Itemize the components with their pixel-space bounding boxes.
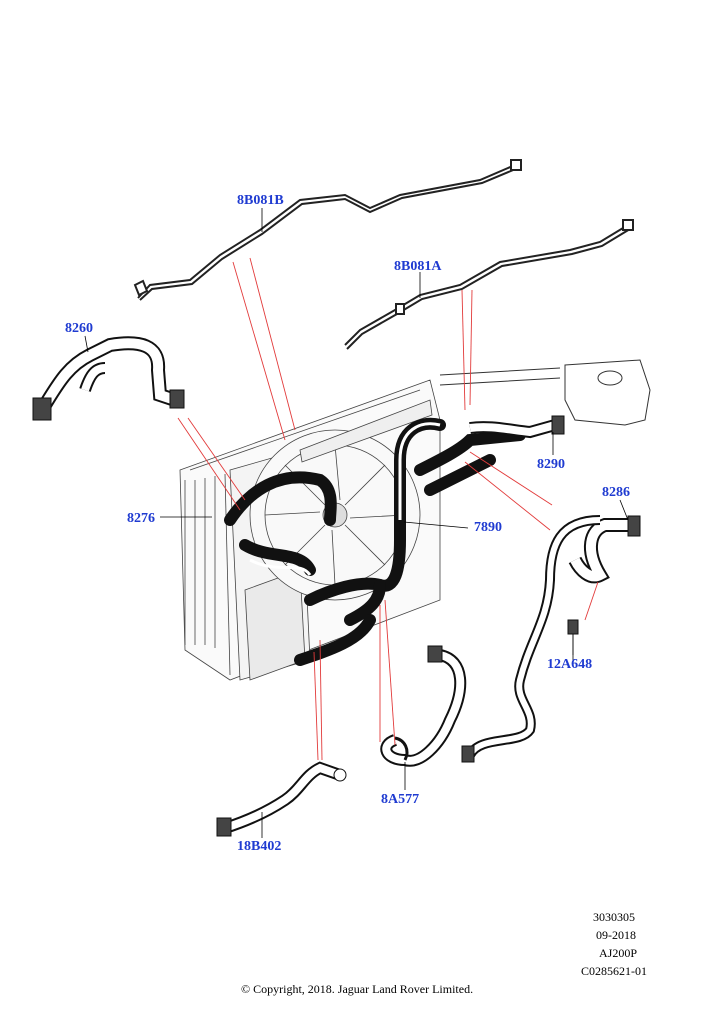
label-18b402: 18B402 — [237, 839, 282, 854]
hose-8a577 — [380, 645, 467, 767]
hose-8260 — [32, 336, 185, 421]
ref-code: 3030305 — [593, 910, 635, 924]
breather-tube-8b081b — [133, 159, 522, 301]
label-8b081b: 8B081B — [237, 193, 284, 208]
label-8260: 8260 — [65, 321, 93, 336]
diagram-date: 09-2018 — [596, 928, 636, 942]
label-8b081a: 8B081A — [394, 259, 442, 274]
expansion-tank — [439, 359, 651, 426]
copyright-notice: © Copyright, 2018. Jaguar Land Rover Lim… — [241, 982, 474, 996]
label-12a648: 12A648 — [547, 657, 593, 672]
sensor-12a648 — [567, 619, 579, 655]
model-code: AJ200P — [599, 946, 638, 960]
radiator-hose-highlights — [249, 422, 441, 576]
red-leaders — [177, 257, 599, 761]
hose-8286 — [461, 515, 641, 763]
hose-18b402 — [216, 761, 347, 837]
breather-tube-8b081a — [344, 219, 634, 350]
hose-8290 — [469, 415, 565, 439]
black-leaders — [84, 208, 629, 838]
illustration-id: C0285621-01 — [581, 964, 647, 978]
label-8286: 8286 — [602, 485, 630, 500]
label-8276: 8276 — [127, 511, 155, 526]
label-8290: 8290 — [537, 457, 565, 472]
radiator-assembly — [179, 379, 441, 681]
label-7890: 7890 — [474, 520, 502, 535]
label-8a577: 8A577 — [381, 792, 420, 807]
